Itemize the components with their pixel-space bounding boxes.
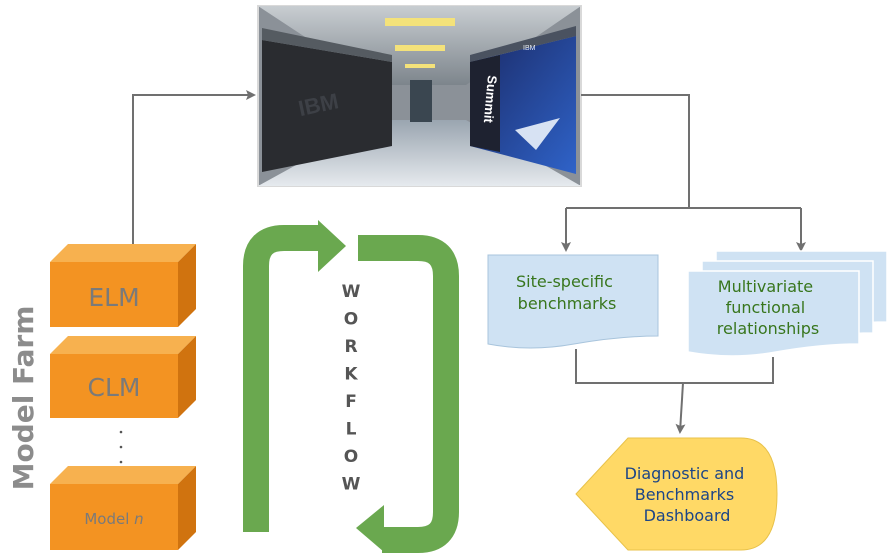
model-box-top — [50, 336, 196, 354]
connector-docs-merge — [575, 349, 774, 384]
model-label-n-text: Model — [84, 510, 134, 528]
model-label-n: Model n — [84, 510, 143, 528]
doc-line-3: relationships — [717, 319, 819, 338]
site-benchmarks-doc: Site-specific benchmarks — [487, 254, 659, 349]
aisle-vanish — [410, 80, 432, 122]
rack-left — [262, 40, 392, 172]
model-box-front — [50, 354, 178, 418]
workflow-letter: O — [344, 447, 358, 467]
model-box-side — [178, 466, 196, 550]
model-box-side — [178, 336, 196, 418]
photo-floor — [258, 120, 581, 186]
model-label-clm: CLM — [88, 373, 141, 402]
dashboard-text: Diagnostic and Benchmarks Dashboard — [625, 464, 750, 525]
doc-line-1: Site-specific — [516, 272, 613, 291]
ceiling-light — [395, 45, 445, 51]
model-box-n: Model n — [50, 466, 196, 550]
workflow-letter: L — [346, 420, 357, 440]
model-box-side — [178, 244, 196, 327]
workflow-letter: W — [342, 282, 361, 302]
workflow-arrowhead-left — [356, 505, 384, 552]
dot — [119, 460, 123, 464]
workflow-cycle — [243, 220, 459, 553]
ceiling-light — [405, 64, 435, 68]
doc-line-1: Multivariate — [718, 277, 813, 296]
doc-text: Site-specific benchmarks — [516, 272, 618, 313]
ceiling-light — [385, 18, 455, 26]
model-label-n-italic: n — [134, 510, 144, 528]
ellipsis-dots — [119, 430, 123, 464]
dashboard-line-1: Diagnostic and — [625, 464, 745, 483]
workflow-letter: W — [342, 475, 361, 495]
dashboard-shape — [575, 437, 778, 551]
workflow-letter: O — [344, 310, 358, 330]
model-box-top — [50, 244, 196, 262]
workflow-arrowhead-right — [318, 220, 346, 272]
dot — [119, 430, 123, 434]
doc-line-2: benchmarks — [518, 294, 617, 313]
supercomputer-photo: IBM Summit IBM — [257, 5, 582, 187]
model-label-elm: ELM — [88, 283, 139, 312]
rack-right-name: Summit — [481, 75, 500, 124]
rack-right-top — [470, 26, 576, 62]
doc-shape-front — [687, 270, 860, 357]
model-box-elm: ELM — [50, 244, 196, 327]
doc-text: Multivariate functional relationships — [717, 277, 819, 338]
multivariate-doc-stack: Multivariate functional relationships — [687, 250, 888, 357]
dashboard-line-2: Benchmarks — [635, 485, 734, 504]
connector-models-to-hpc — [132, 90, 256, 244]
model-box-front — [50, 484, 178, 550]
model-box-top — [50, 466, 196, 484]
connector-hpc-split — [581, 94, 690, 208]
workflow-letter: R — [344, 337, 357, 357]
rack-right-triangle — [515, 118, 560, 150]
dashboard-display: Diagnostic and Benchmarks Dashboard — [575, 437, 778, 551]
dot — [119, 445, 123, 449]
rack-right-name-text: Summit — [481, 75, 500, 124]
doc-shape — [487, 254, 659, 349]
rack-right-dark — [470, 55, 500, 152]
model-farm-label: Model Farm — [7, 306, 40, 491]
model-box-clm: CLM — [50, 336, 196, 418]
connector-to-dashboard — [675, 382, 686, 434]
workflow-arrow-up — [243, 225, 320, 532]
rack-right-logo: IBM — [523, 45, 536, 52]
workflow-arrow-down — [358, 235, 459, 553]
doc-line-2: functional — [726, 298, 806, 317]
rack-left-top — [262, 28, 392, 62]
dashboard-line-3: Dashboard — [644, 506, 731, 525]
workflow-letter: F — [345, 392, 357, 412]
model-box-front — [50, 262, 178, 327]
workflow-letter: K — [344, 365, 358, 385]
